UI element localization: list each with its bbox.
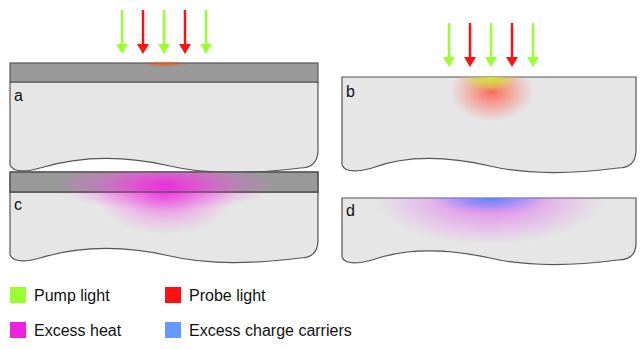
- legend-swatch: [165, 322, 181, 338]
- legend-swatch: [10, 287, 26, 303]
- legend-text: Probe light: [189, 288, 266, 304]
- legend-text: Excess heat: [34, 323, 121, 339]
- legend-swatch: [165, 287, 181, 303]
- legend-text: Pump light: [34, 288, 110, 304]
- panel-label: b: [346, 84, 355, 100]
- legend-text: Excess charge carriers: [189, 323, 352, 339]
- panel-label: a: [14, 88, 23, 104]
- panel-label: c: [14, 197, 22, 213]
- panel-label: d: [346, 203, 355, 219]
- legend-swatch: [10, 322, 26, 338]
